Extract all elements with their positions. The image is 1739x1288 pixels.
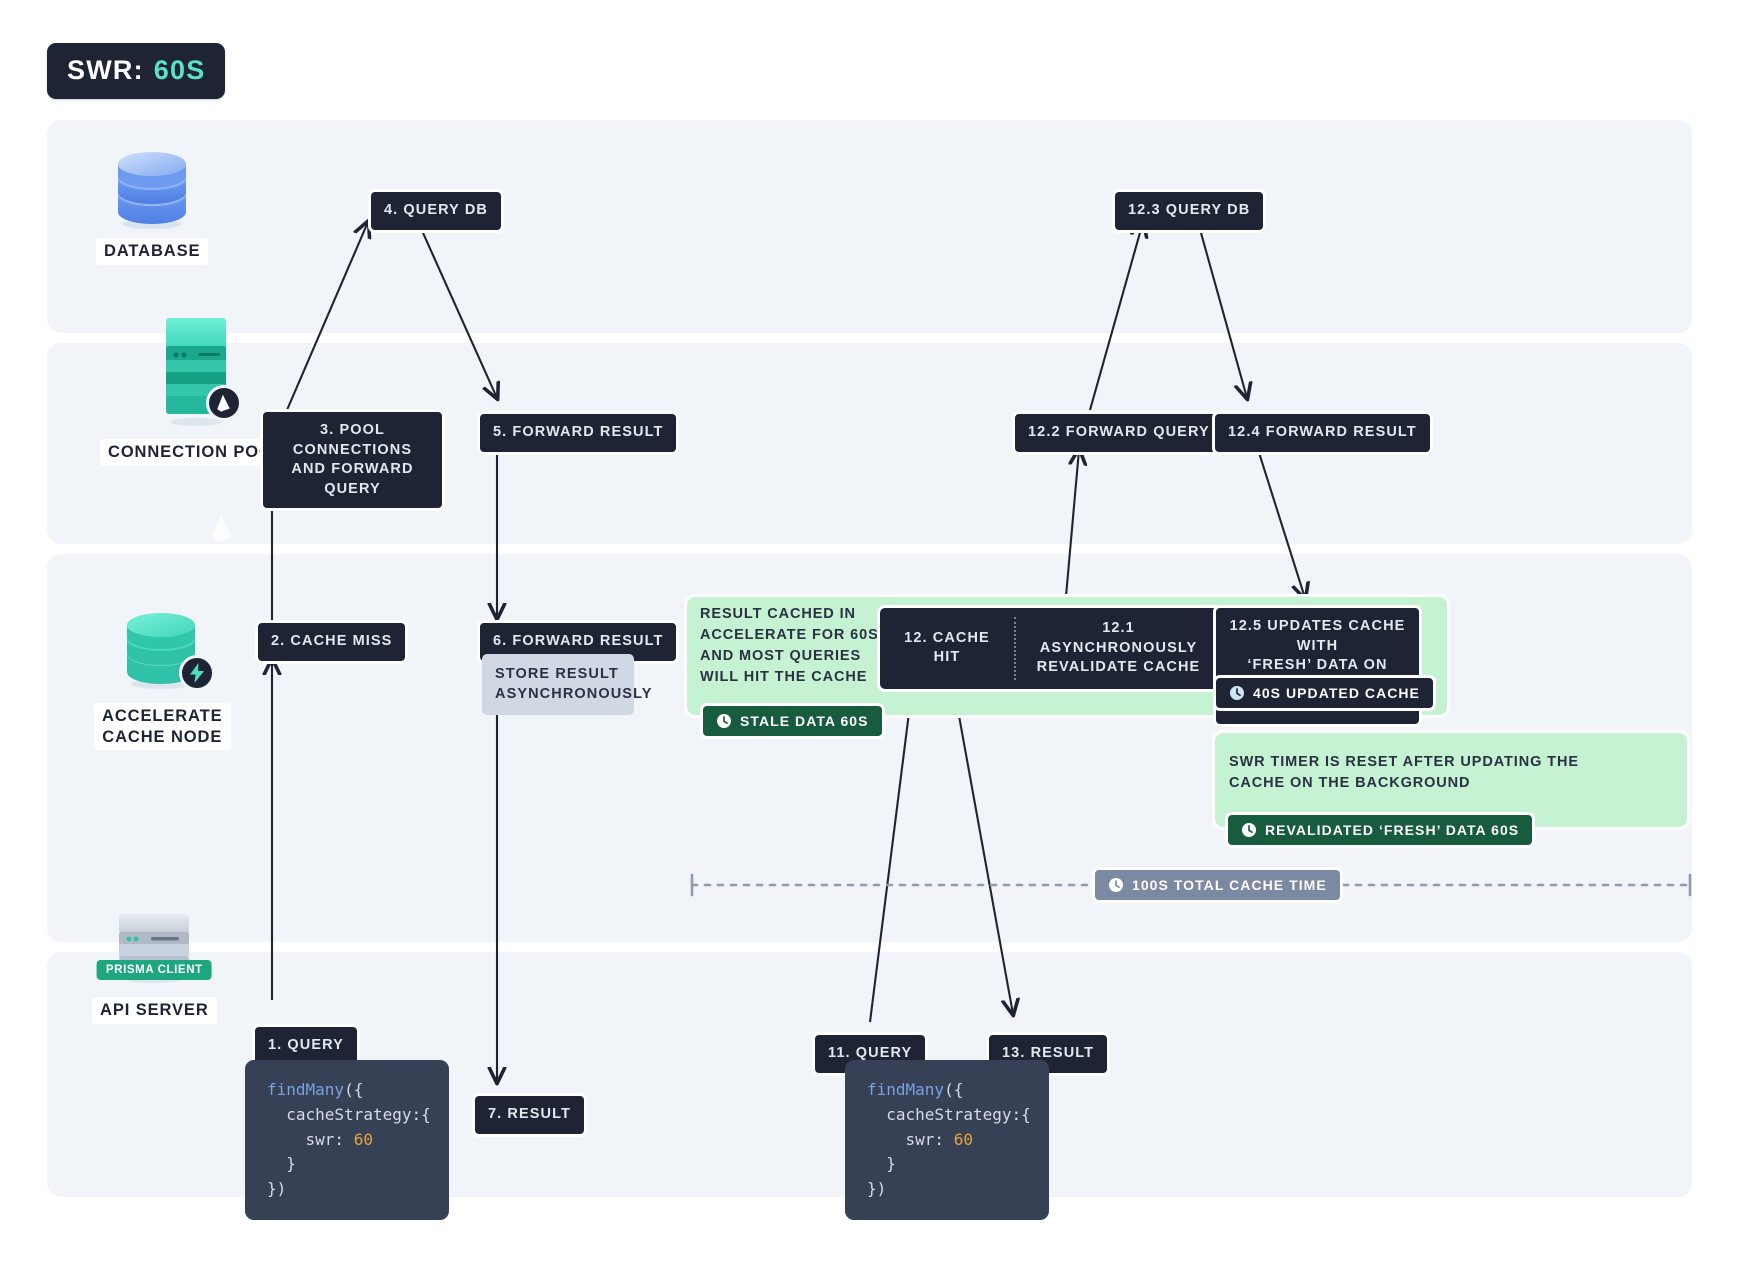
actor-database: DATABASE <box>96 148 209 265</box>
prisma-logo-icon <box>217 394 231 412</box>
badge-stale-data: STALE DATA 60S <box>700 703 885 739</box>
badge-revalidated-fresh-data: REVALIDATED ‘FRESH’ DATA 60S <box>1225 812 1536 848</box>
code-left-l3key: swr: <box>267 1129 354 1149</box>
badge-updated-cache-label: 40S UPDATED CACHE <box>1253 685 1420 701</box>
step-12-cache-hit[interactable]: 12. CACHE HIT <box>904 629 990 666</box>
code-left-l3num: 60 <box>353 1129 373 1149</box>
step-12-1-revalidate[interactable]: 12.1 ASYNCHRONOUSLY REVALIDATE CACHE <box>1036 620 1201 676</box>
prisma-watermark-icon <box>212 515 232 542</box>
badge-stale-data-label: STALE DATA 60S <box>740 713 869 729</box>
code-right-fn: findMany <box>867 1080 945 1099</box>
note-store-result-async: STORE RESULT ASYNCHRONOUSLY <box>482 654 651 715</box>
code-right-l5: }) <box>867 1179 887 1199</box>
badge-updated-cache: 40S UPDATED CACHE <box>1213 675 1436 711</box>
code-right-l2: cacheStrategy:{ <box>867 1104 1031 1124</box>
actor-label-api-server: API SERVER <box>92 997 217 1024</box>
clock-icon <box>717 714 731 728</box>
step-5-forward-result[interactable]: 5. FORWARD RESULT <box>477 411 680 455</box>
step-12-cache-hit-group[interactable]: 12. CACHE HIT 12.1 ASYNCHRONOUSLY REVALI… <box>877 605 1224 692</box>
actor-label-accelerate-cache-node: ACCELERATE CACHE NODE <box>94 703 231 751</box>
server-stack-icon <box>165 318 226 426</box>
code-left-l5: }) <box>267 1179 287 1199</box>
accelerate-bolt-badge <box>179 655 216 691</box>
prisma-logo-badge <box>205 385 242 421</box>
actor-label-connection-pool: CONNECTION POOL <box>100 439 292 466</box>
code-left-l1: ({ <box>344 1080 364 1099</box>
code-right-l4: } <box>867 1154 896 1174</box>
actor-api-server: PRISMA CLIENT API SERVER <box>92 912 217 1024</box>
code-right-l3num: 60 <box>953 1129 973 1149</box>
step-3-pool-connections[interactable]: 3. POOL CONNECTIONS AND FORWARD QUERY <box>260 409 445 512</box>
swr-title-label: SWR: <box>67 55 144 85</box>
clock-icon <box>1109 878 1123 892</box>
lane-database <box>47 120 1692 333</box>
step-12-3-query-db[interactable]: 12.3 QUERY DB <box>1112 189 1267 233</box>
clock-icon <box>1242 823 1256 837</box>
actor-label-database: DATABASE <box>96 238 209 265</box>
step-4-query-db[interactable]: 4. QUERY DB <box>368 189 504 233</box>
code-left-l4: } <box>267 1154 296 1174</box>
step-12-4-forward-result[interactable]: 12.4 FORWARD RESULT <box>1212 411 1433 455</box>
note-swr-timer-reset: SWR TIMER IS RESET AFTER UPDATING THE CA… <box>1229 754 1579 792</box>
prisma-client-tag: PRISMA CLIENT <box>96 960 212 980</box>
cache-cylinder-icon <box>127 613 196 689</box>
step-6-forward-result[interactable]: 6. FORWARD RESULT <box>477 620 680 664</box>
badge-revalidated-label: REVALIDATED ‘FRESH’ DATA 60S <box>1265 822 1520 838</box>
chip-divider <box>1014 617 1016 680</box>
actor-accelerate-cache-node: ACCELERATE CACHE NODE <box>94 608 231 751</box>
code-block-left: findMany({ cacheStrategy:{ swr: 60 } }) <box>245 1060 449 1220</box>
badge-total-cache-time-label: 100S TOTAL CACHE TIME <box>1132 877 1327 893</box>
note-result-cached: RESULT CACHED IN ACCELERATE FOR 60S AND … <box>700 606 879 686</box>
step-7-result[interactable]: 7. RESULT <box>472 1093 587 1137</box>
database-cylinder-icon <box>118 152 187 229</box>
clock-icon <box>1230 686 1244 700</box>
badge-total-cache-time: 100S TOTAL CACHE TIME <box>1092 867 1343 903</box>
code-right-l1: ({ <box>944 1080 964 1099</box>
code-right-l3key: swr: <box>867 1129 954 1149</box>
swr-title-badge: SWR: 60S <box>47 43 226 99</box>
code-left-l2: cacheStrategy:{ <box>267 1104 431 1124</box>
code-left-fn: findMany <box>267 1080 345 1099</box>
actor-connection-pool: CONNECTION POOL <box>100 316 292 466</box>
step-12-2-forward-query[interactable]: 12.2 FORWARD QUERY <box>1012 411 1226 455</box>
swr-title-value: 60S <box>153 55 206 85</box>
step-2-cache-miss[interactable]: 2. CACHE MISS <box>255 620 409 664</box>
lightning-bolt-icon <box>190 663 205 683</box>
code-block-right: findMany({ cacheStrategy:{ swr: 60 } }) <box>845 1060 1049 1220</box>
